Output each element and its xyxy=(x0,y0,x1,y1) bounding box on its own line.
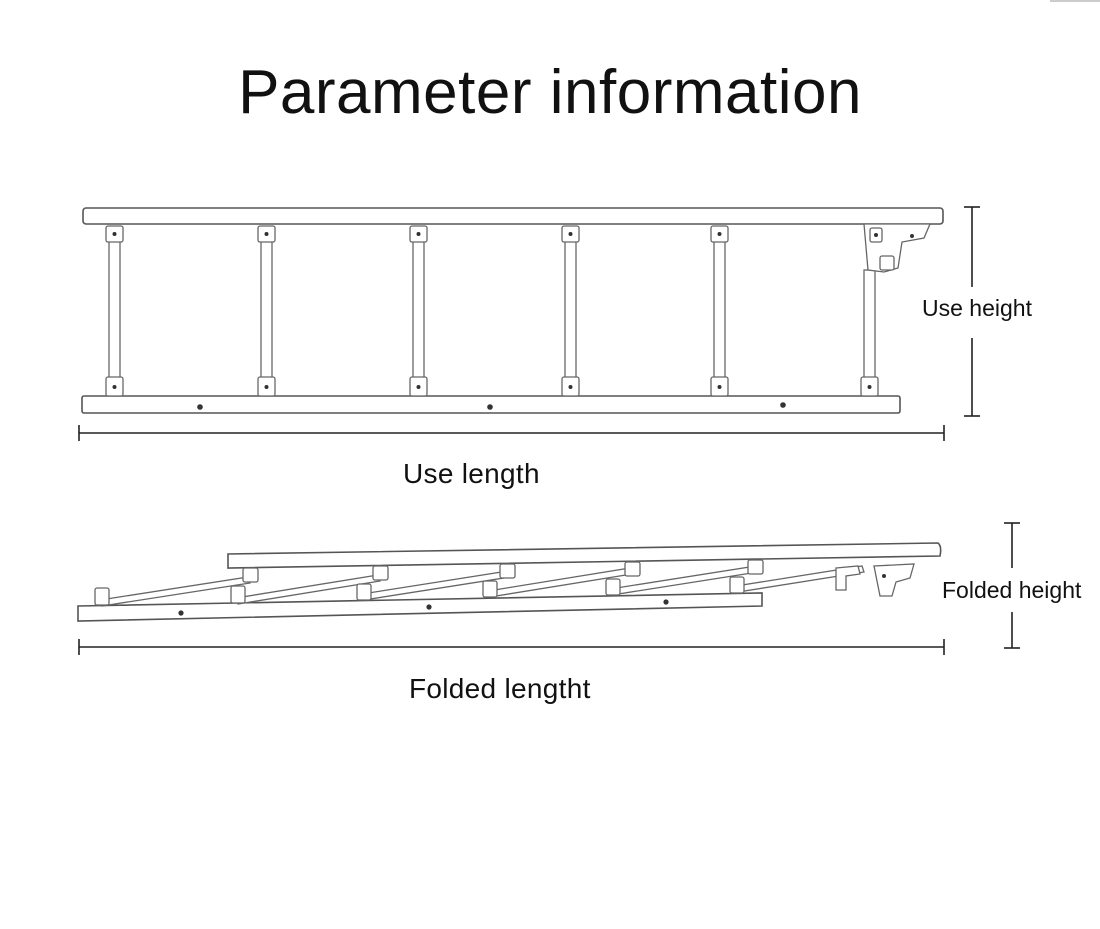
folded-top-rail xyxy=(227,542,942,569)
folded-top-brackets xyxy=(242,559,764,583)
folded-height-label: Folded height xyxy=(942,577,1082,603)
use-length-dimension xyxy=(78,425,945,441)
folded-bottom-rail xyxy=(77,592,763,622)
use-height-label: Use height xyxy=(922,295,1032,321)
bed-rail-unfolded xyxy=(81,207,944,414)
bed-rail-folded xyxy=(77,542,942,622)
page-title: Parameter information xyxy=(238,58,862,127)
folded-length-dimension xyxy=(78,639,945,655)
folded-height-dimension xyxy=(1004,522,1020,649)
folded-length-label: Folded lengtht xyxy=(409,673,591,704)
top-rail xyxy=(82,207,944,225)
use-height-dimension xyxy=(964,206,980,417)
vertical-posts xyxy=(108,239,876,379)
folded-bottom-brackets xyxy=(94,576,745,606)
folding-latch xyxy=(863,223,931,273)
folded-latch xyxy=(835,563,915,597)
bottom-brackets xyxy=(105,376,879,397)
folded-posts xyxy=(99,565,865,607)
use-length-label: Use length xyxy=(403,458,540,489)
top-brackets xyxy=(105,225,729,243)
